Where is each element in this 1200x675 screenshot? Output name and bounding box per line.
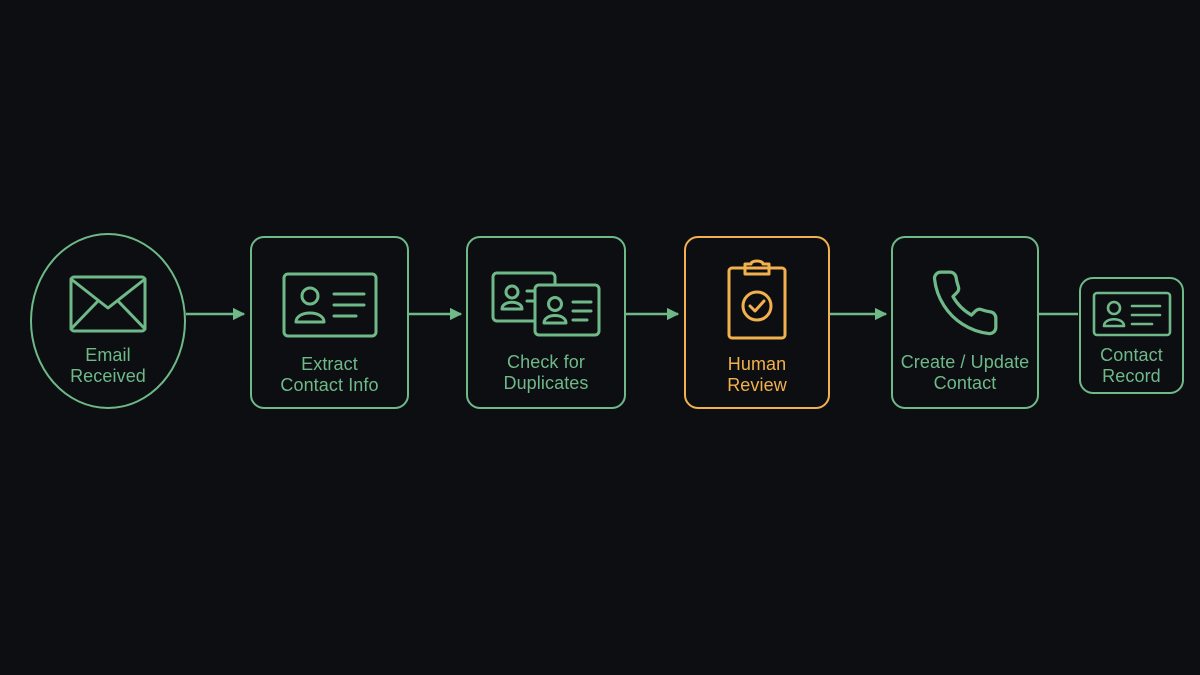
- step-label: Create / Update Contact: [900, 352, 1030, 393]
- step-label: Extract Contact Info: [280, 354, 379, 395]
- step-label: Contact Record: [1100, 345, 1163, 386]
- duplicate-cards-icon: [491, 270, 601, 338]
- step-extract-contact-info: Extract Contact Info: [250, 236, 409, 409]
- step-email-received: Email Received: [30, 233, 186, 409]
- step-label: Check for Duplicates: [503, 352, 589, 393]
- step-contact-record: Contact Record: [1079, 277, 1184, 394]
- contact-card-icon: [1092, 291, 1172, 337]
- clipboard-check-icon: [725, 258, 789, 342]
- step-label: Email Received: [70, 345, 146, 386]
- step-human-review: Human Review: [684, 236, 830, 409]
- step-create-update-contact: Create / Update Contact: [891, 236, 1039, 409]
- step-label: Human Review: [727, 354, 787, 395]
- envelope-icon: [68, 273, 148, 335]
- phone-icon: [926, 264, 1004, 342]
- contact-card-icon: [282, 272, 378, 338]
- step-check-for-duplicates: Check for Duplicates: [466, 236, 626, 409]
